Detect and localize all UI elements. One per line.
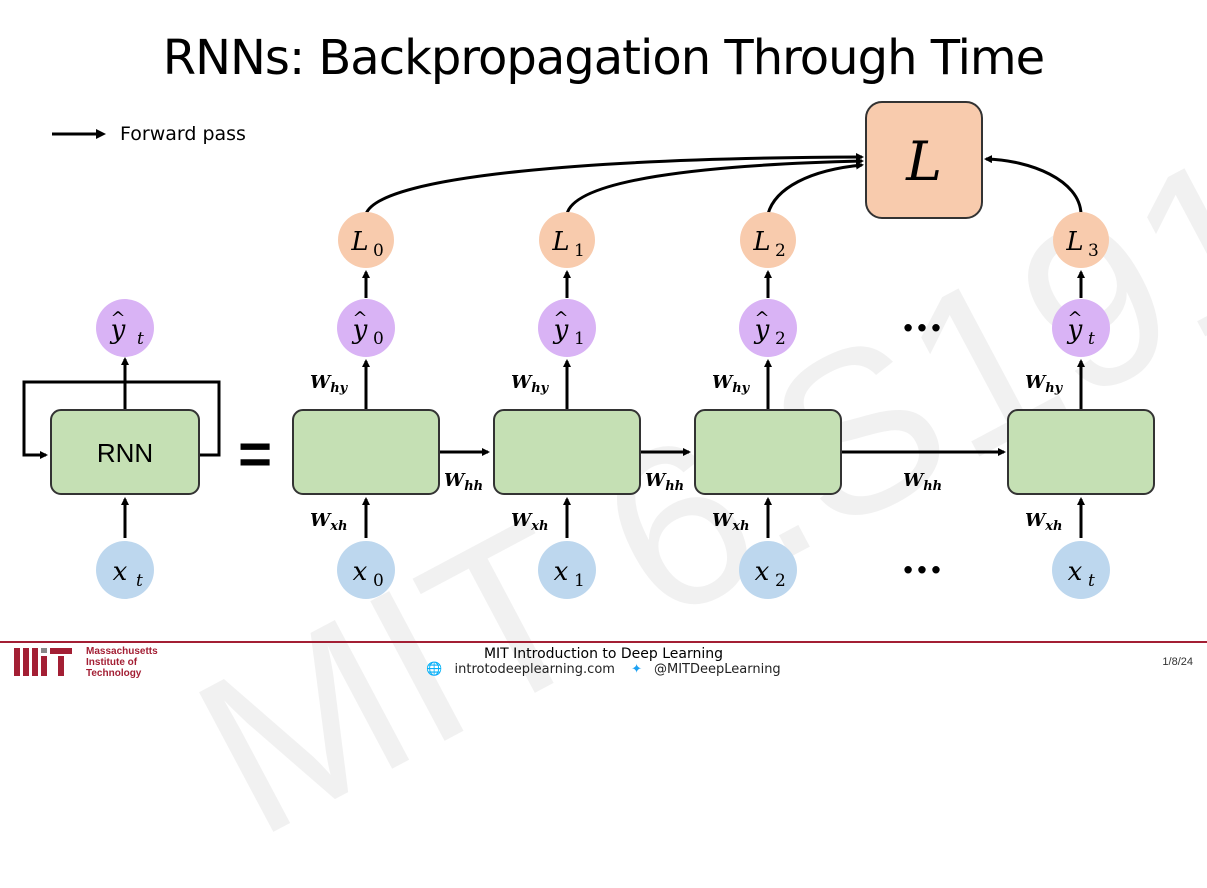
recurrent-loop bbox=[22, 380, 221, 459]
whh-label-1: Whh bbox=[645, 470, 684, 494]
ellipsis-outputs: ··· bbox=[901, 305, 943, 352]
output-label-folded: y bbox=[110, 315, 126, 345]
input-label-folded: x bbox=[113, 557, 128, 587]
arrow-L1-to-L bbox=[565, 157, 864, 215]
why-label-0: Why bbox=[310, 372, 349, 396]
why-label-2: Why bbox=[712, 372, 751, 396]
hat-folded: ^ bbox=[110, 308, 125, 329]
input-node-3 bbox=[1052, 541, 1110, 599]
website-link[interactable]: introtodeeplearning.com bbox=[454, 662, 615, 677]
loss-label-1-sub: 1 bbox=[574, 241, 585, 261]
output-node-2 bbox=[739, 299, 797, 357]
input-node-folded bbox=[96, 541, 154, 599]
rnn-cell-folded bbox=[50, 409, 200, 495]
input-label-1: x bbox=[554, 557, 569, 587]
loss-label-0-sub: 0 bbox=[373, 241, 384, 261]
slide-title: RNNs: Backpropagation Through Time bbox=[162, 30, 1045, 86]
output-label-0-hat: ^ bbox=[352, 308, 367, 329]
output-node-1 bbox=[538, 299, 596, 357]
input-node-2 bbox=[739, 541, 797, 599]
output-label-2-sub: 2 bbox=[775, 329, 786, 349]
output-label-1-sub: 1 bbox=[574, 329, 585, 349]
mit-logo bbox=[14, 648, 72, 676]
arrow-L0-to-L bbox=[364, 153, 864, 215]
loss-label-3: L bbox=[1065, 227, 1083, 257]
output-node-folded bbox=[96, 299, 154, 357]
slide-date: 1/8/24 bbox=[1162, 656, 1193, 668]
output-node-3 bbox=[1052, 299, 1110, 357]
footer-links: 🌐 introtodeeplearning.com ✦ @MITDeepLearni… bbox=[0, 662, 1207, 677]
input-label-0-sub: 0 bbox=[373, 571, 384, 591]
loss-node-0 bbox=[338, 212, 394, 268]
forward-arrow-icon bbox=[52, 129, 106, 139]
footer-divider bbox=[0, 641, 1207, 643]
globe-icon: 🌐 bbox=[426, 662, 443, 677]
total-loss-box bbox=[865, 101, 983, 219]
output-label-1-hat: ^ bbox=[553, 308, 568, 329]
arrow-L3-to-L bbox=[984, 155, 1083, 215]
output-label-3-hat: ^ bbox=[1067, 308, 1082, 329]
input-sub-folded: t bbox=[136, 571, 143, 591]
loss-node-3 bbox=[1053, 212, 1109, 268]
equals-sign: = bbox=[238, 422, 272, 487]
whh-label-2: Whh bbox=[903, 470, 942, 494]
input-label-3: x bbox=[1068, 557, 1083, 587]
loss-label-2-sub: 2 bbox=[775, 241, 786, 261]
folded-rnn: y t ^ RNN x t bbox=[22, 299, 221, 599]
rnn-cell-2 bbox=[694, 409, 842, 495]
output-sub-folded: t bbox=[137, 329, 144, 349]
output-label-3-sub: t bbox=[1088, 329, 1095, 349]
input-label-0: x bbox=[353, 557, 368, 587]
output-label-0-sub: 0 bbox=[373, 329, 384, 349]
output-node-0 bbox=[337, 299, 395, 357]
legend-label: Forward pass bbox=[120, 123, 246, 145]
loss-label-2: L bbox=[752, 227, 770, 257]
output-label-2: y bbox=[754, 315, 770, 345]
output-label-0: y bbox=[352, 315, 368, 345]
wxh-label-0: Wxh bbox=[310, 510, 347, 534]
rnn-label: RNN bbox=[97, 438, 153, 468]
input-label-1-sub: 1 bbox=[574, 571, 585, 591]
input-label-2: x bbox=[755, 557, 770, 587]
course-name: MIT Introduction to Deep Learning bbox=[483, 646, 724, 662]
input-label-2-sub: 2 bbox=[775, 571, 786, 591]
twitter-icon: ✦ bbox=[631, 662, 642, 677]
total-loss-label: L bbox=[905, 130, 942, 193]
wxh-label-1: Wxh bbox=[511, 510, 548, 534]
legend: Forward pass bbox=[52, 122, 246, 146]
loss-label-0: L bbox=[350, 227, 368, 257]
rnn-cell-0 bbox=[292, 409, 440, 495]
why-label-3: Why bbox=[1025, 372, 1064, 396]
input-label-3-sub: t bbox=[1088, 571, 1095, 591]
input-node-0 bbox=[337, 541, 395, 599]
loss-node-1 bbox=[539, 212, 595, 268]
ellipsis-inputs: ··· bbox=[901, 547, 943, 594]
loss-node-2 bbox=[740, 212, 796, 268]
input-node-1 bbox=[538, 541, 596, 599]
mit-institute-text: Massachusetts Institute of Technology bbox=[86, 646, 158, 679]
output-label-1: y bbox=[553, 315, 569, 345]
whh-label-0: Whh bbox=[444, 470, 483, 494]
arrow-L2-to-L bbox=[766, 161, 864, 215]
output-label-2-hat: ^ bbox=[754, 308, 769, 329]
wxh-label-2: Wxh bbox=[712, 510, 749, 534]
loss-label-3-sub: 3 bbox=[1088, 241, 1099, 261]
slide: MIT 6.S191 RNNs: Backpropagation Through… bbox=[0, 30, 1207, 884]
rnn-cell-3 bbox=[1007, 409, 1155, 495]
twitter-handle[interactable]: @MITDeepLearning bbox=[654, 662, 781, 677]
loss-label-1: L bbox=[551, 227, 569, 257]
why-label-1: Why bbox=[511, 372, 550, 396]
output-label-3: y bbox=[1067, 315, 1083, 345]
rnn-cell-1 bbox=[493, 409, 641, 495]
wxh-label-3: Wxh bbox=[1025, 510, 1062, 534]
